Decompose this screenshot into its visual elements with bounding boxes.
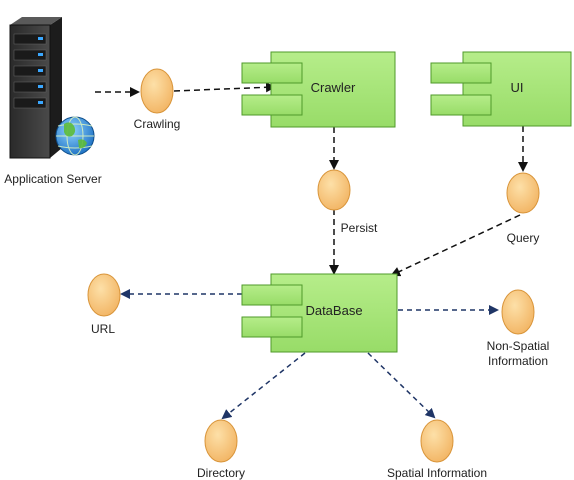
- connector-crawling-crawler: [173, 82, 276, 93]
- interface-spatial: [420, 419, 454, 463]
- interface-directory: [204, 419, 238, 463]
- connectors: [95, 82, 528, 420]
- crawler-label: Crawler: [310, 80, 356, 95]
- persist-label: Persist: [340, 221, 378, 235]
- component-ui: [430, 51, 572, 127]
- server-with-globe-icon: [9, 17, 95, 159]
- connector-query-database: [390, 214, 521, 277]
- spatial-information-label: Spatial Information: [386, 466, 488, 480]
- component-crawler: [241, 51, 396, 128]
- directory-label: Directory: [196, 466, 246, 480]
- non-spatial-label-line1: Non-Spatial: [486, 339, 550, 353]
- interface-crawling: [140, 68, 174, 114]
- crawling-label: Crawling: [133, 117, 181, 131]
- connector-database-directory: [221, 352, 306, 420]
- database-label: DataBase: [305, 303, 363, 318]
- url-label: URL: [90, 322, 116, 336]
- application-server-label: Application Server: [4, 172, 102, 186]
- connector-database-spatial: [367, 352, 436, 419]
- non-spatial-label-line2: Information: [487, 354, 549, 368]
- interface-query: [506, 172, 540, 214]
- interface-nonspatial: [501, 289, 535, 335]
- interface-persist: [317, 169, 351, 211]
- component-database: [241, 273, 398, 353]
- ui-label: UI: [510, 80, 524, 95]
- query-label: Query: [506, 231, 540, 245]
- interfaces: [87, 68, 540, 463]
- interface-url: [87, 273, 121, 317]
